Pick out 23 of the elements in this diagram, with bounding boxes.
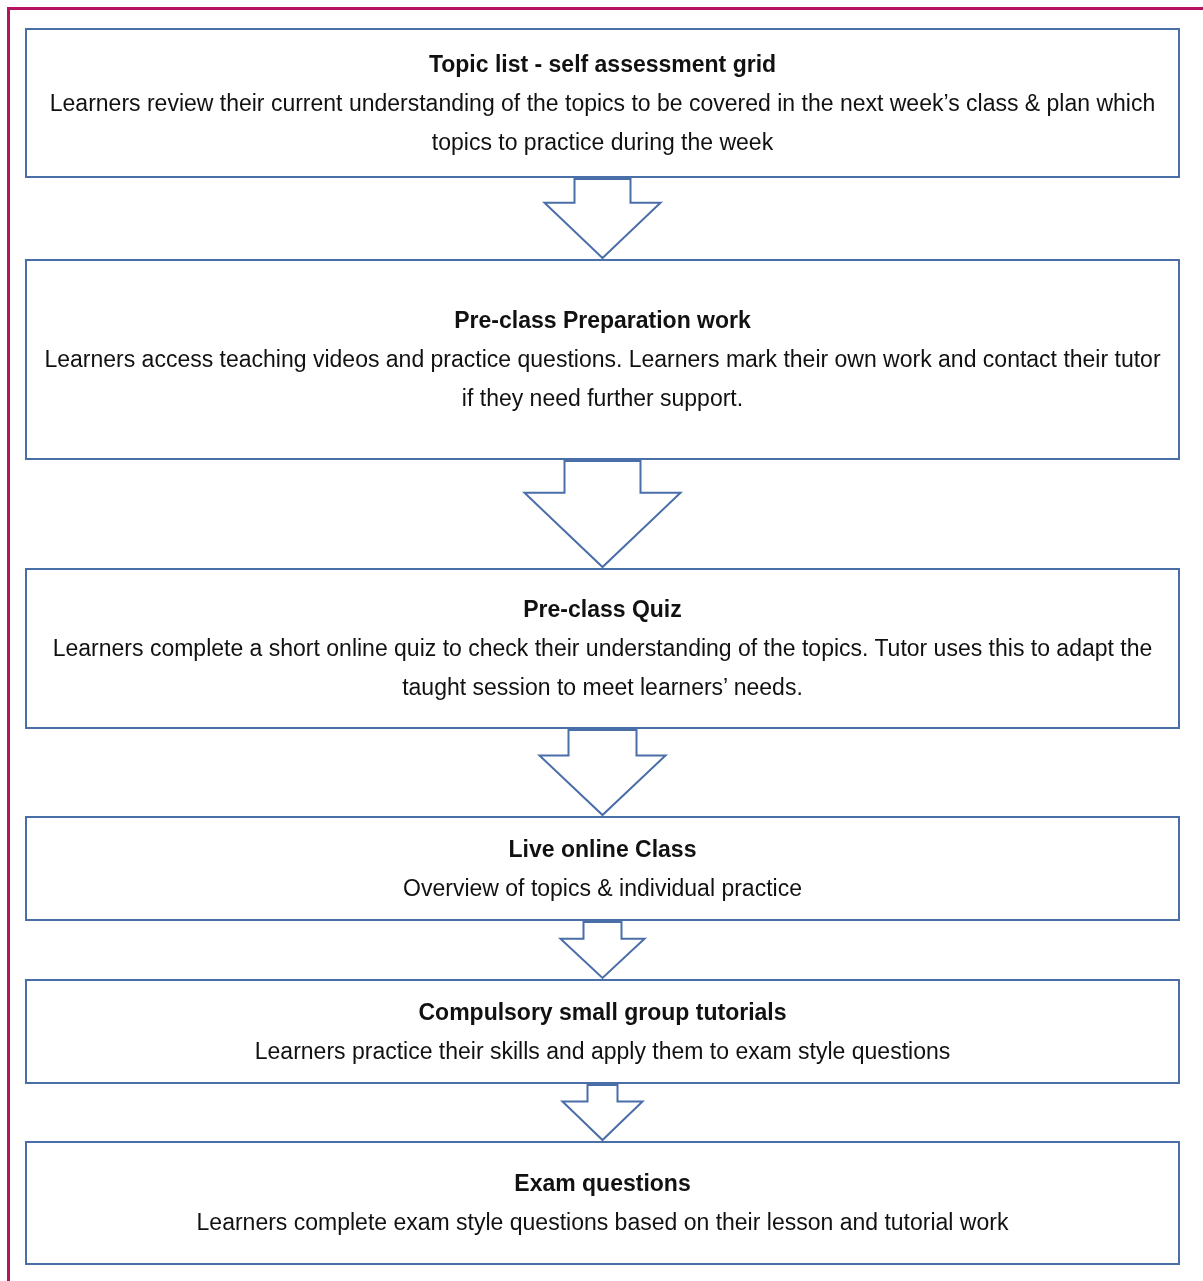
process-box <box>25 816 1180 921</box>
process-box <box>25 1141 1180 1265</box>
step-title: Topic list - self assessment grid <box>428 49 777 79</box>
step-title: Pre-class Preparation work <box>454 306 751 335</box>
process-box <box>25 259 1180 460</box>
step-description: Learners complete a short online quiz to check their understanding of the topics. Tutor uses this to adapt the taught session to meet learners’ needs. <box>51 634 1154 702</box>
block-arrow <box>522 460 683 569</box>
process-box <box>25 979 1180 1084</box>
process-box <box>25 28 1180 178</box>
step-title: Compulsory small group tutorials <box>418 997 787 1027</box>
step-title: Live online Class <box>508 834 697 864</box>
block-arrow <box>537 729 668 817</box>
step-description: Learners complete exam style questions based on their lesson and tutorial work <box>196 1208 1009 1237</box>
step-description: Overview of topics & individual practice <box>403 873 802 903</box>
process-box <box>25 568 1180 729</box>
step-title: Pre-class Quiz <box>523 595 682 624</box>
block-arrow <box>560 1084 645 1142</box>
step-description: Learners review their current understanding of the topics to be covered in the next week’s class & plan which topics to practice during the week <box>48 88 1157 157</box>
block-arrow <box>542 178 663 260</box>
step-title: Exam questions <box>514 1169 691 1198</box>
step-description: Learners access teaching videos and practice questions. Learners mark their own work and contact their tutor if they need further support. <box>43 345 1162 413</box>
step-description: Learners practice their skills and apply them to exam style questions <box>254 1036 951 1066</box>
block-arrow <box>557 921 648 980</box>
